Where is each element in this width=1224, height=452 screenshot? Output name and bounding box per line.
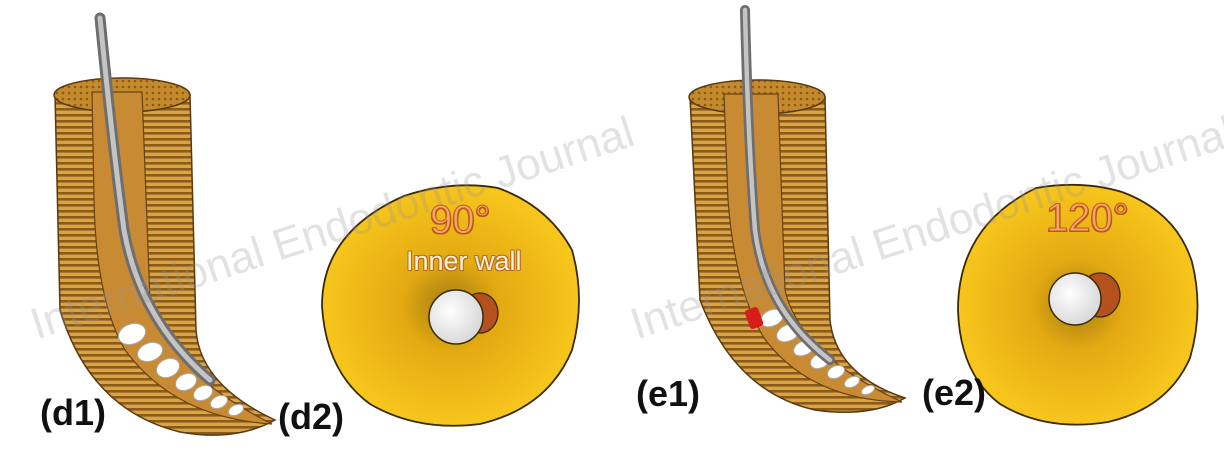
label-e2: (e2) <box>922 372 986 414</box>
angle-e2: 120° <box>1046 196 1129 241</box>
angle-d2: 90° <box>430 198 491 243</box>
root-e1 <box>689 10 905 412</box>
label-d2: (d2) <box>278 396 344 438</box>
label-e1: (e1) <box>636 373 700 415</box>
root-d1 <box>54 18 275 435</box>
inner-wall-note: Inner wall <box>406 246 522 277</box>
label-d1: (d1) <box>40 392 106 434</box>
